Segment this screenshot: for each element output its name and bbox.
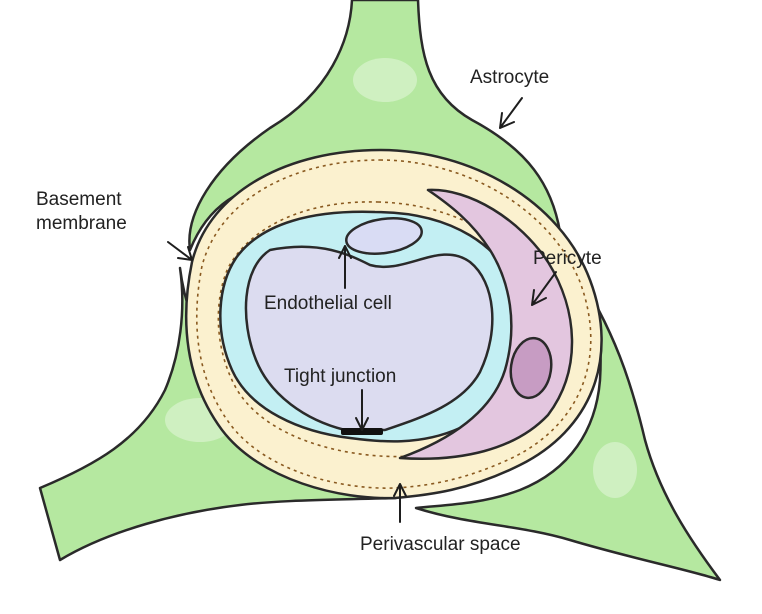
perivascular-arrow bbox=[393, 483, 407, 523]
pericyte-label: Pericyte bbox=[533, 248, 602, 269]
basement-membrane-arrow bbox=[167, 241, 193, 261]
astrocyte-highlight bbox=[353, 58, 417, 102]
endothelial-nucleus bbox=[345, 217, 423, 255]
astrocyte-right-foot bbox=[414, 263, 722, 582]
endothelial-arrow bbox=[338, 245, 352, 289]
pericyte-nucleus bbox=[509, 336, 553, 400]
basement-membrane-label-line1: Basement bbox=[36, 189, 122, 210]
vessel-lumen bbox=[244, 245, 494, 432]
endothelial-cell bbox=[219, 210, 526, 443]
labels: Astrocyte Basement membrane Pericyte End… bbox=[36, 67, 602, 555]
tight-junction-arrow bbox=[355, 389, 369, 431]
pericyte bbox=[398, 188, 574, 460]
tight-junction-label: Tight junction bbox=[284, 366, 396, 387]
basement-membrane-label-line2: membrane bbox=[36, 213, 127, 234]
tight-junction-mark bbox=[341, 428, 383, 435]
basement-membrane-dashes-outer bbox=[195, 159, 592, 489]
pointer-arrows bbox=[167, 97, 557, 523]
perivascular-space-label: Perivascular space bbox=[360, 534, 521, 555]
astrocyte-label: Astrocyte bbox=[470, 67, 549, 88]
endothelial-cell-label: Endothelial cell bbox=[264, 293, 392, 314]
pericyte-arrow bbox=[531, 271, 557, 306]
astrocyte-arrow bbox=[499, 97, 523, 129]
astrocyte-highlight bbox=[593, 442, 637, 498]
